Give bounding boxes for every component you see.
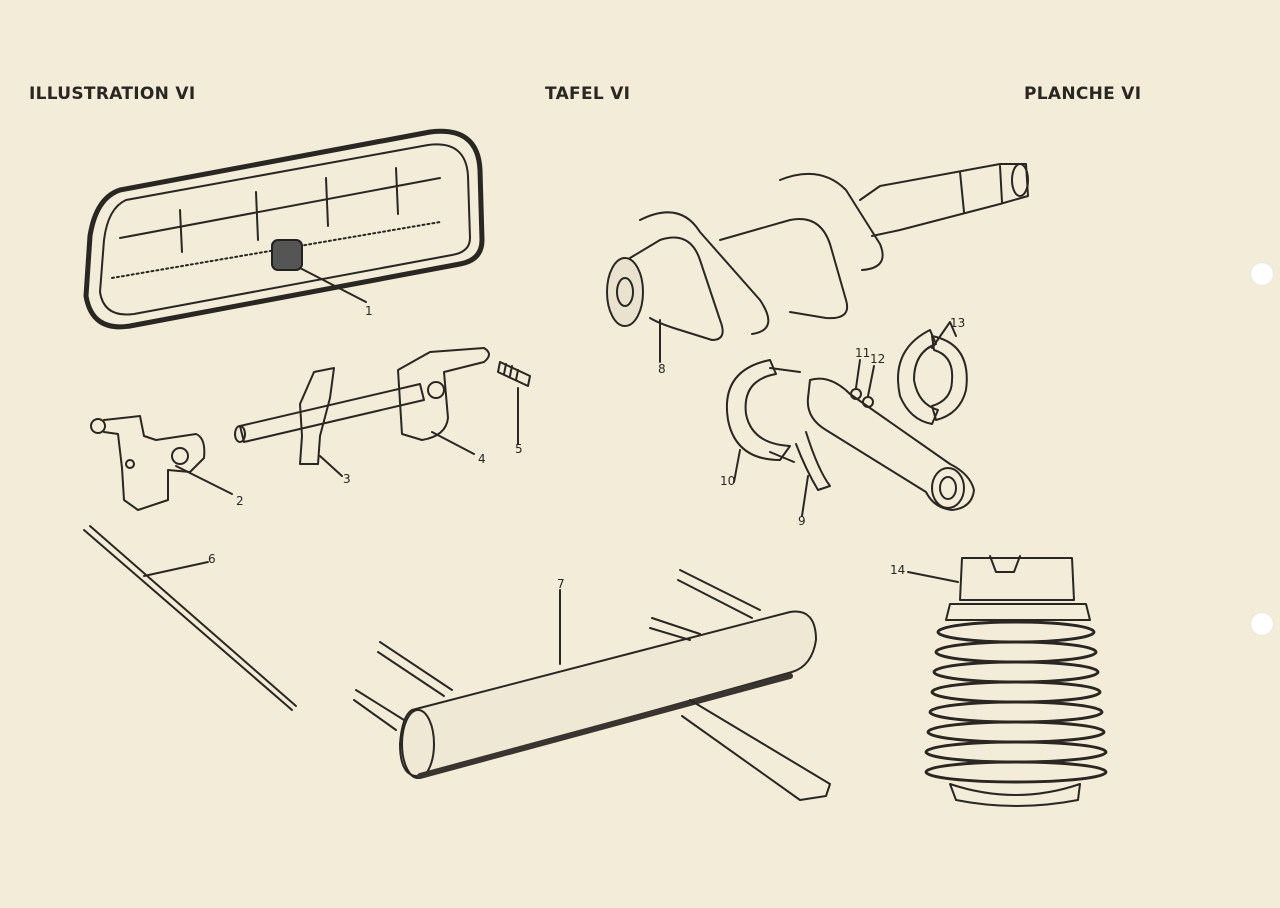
header-right-title: PLANCHE VI bbox=[1024, 84, 1142, 104]
callout-13: 13 bbox=[950, 316, 966, 330]
binder-hole-bottom bbox=[1250, 612, 1274, 636]
part-rocker-shaft bbox=[234, 347, 490, 477]
callout-6: 6 bbox=[208, 552, 216, 566]
part-bearing-shells bbox=[897, 321, 968, 425]
part-crankshaft bbox=[606, 163, 1029, 363]
part-connecting-rod bbox=[725, 359, 975, 517]
header-center-title: TAFEL VI bbox=[545, 84, 631, 104]
callout-9: 9 bbox=[798, 514, 806, 528]
part-push-rod bbox=[83, 525, 297, 711]
header-left-title: ILLUSTRATION VI bbox=[29, 84, 196, 104]
binder-hole-top bbox=[1250, 262, 1274, 286]
callout-12: 12 bbox=[870, 352, 886, 366]
callout-11: 11 bbox=[855, 346, 871, 360]
part-adjusting-screw bbox=[497, 361, 531, 445]
callout-5: 5 bbox=[515, 442, 523, 456]
part-cylinder bbox=[907, 555, 1108, 807]
part-valve-cover bbox=[83, 128, 485, 330]
part-rocker-arm bbox=[90, 415, 233, 511]
callout-14: 14 bbox=[890, 563, 906, 577]
part-tube-tool bbox=[353, 569, 831, 801]
callout-8: 8 bbox=[658, 362, 666, 376]
callout-7: 7 bbox=[557, 577, 565, 591]
callout-10: 10 bbox=[720, 474, 736, 488]
callout-4: 4 bbox=[478, 452, 486, 466]
callout-1: 1 bbox=[365, 304, 373, 318]
callout-3: 3 bbox=[343, 472, 351, 486]
callout-2: 2 bbox=[236, 494, 244, 508]
